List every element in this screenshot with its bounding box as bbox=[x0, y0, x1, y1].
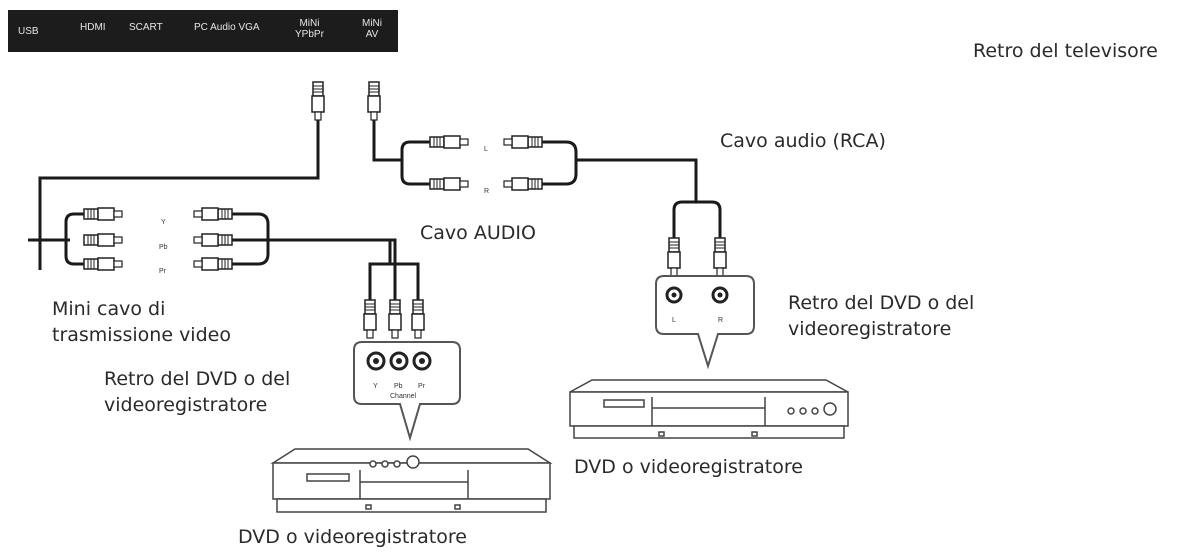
pr-plug-left bbox=[83, 257, 123, 271]
dvd-back-right-label: Retro del DVD o del videoregistratore bbox=[788, 292, 975, 340]
audio-l-plug-left bbox=[429, 135, 469, 149]
audio-l-plug-right bbox=[503, 135, 543, 149]
box-plug-pb bbox=[388, 299, 402, 339]
video-pb-label: Pb bbox=[159, 244, 168, 251]
tv-back-label: Retro del televisore bbox=[973, 40, 1158, 62]
port-pc-audio-vga: PC Audio VGA bbox=[194, 22, 260, 33]
audio-r-plug-right bbox=[503, 177, 543, 191]
video-pr-label: Pr bbox=[159, 268, 167, 275]
box-plug-y bbox=[363, 299, 377, 339]
dvd-back-panel-right: L R bbox=[655, 275, 755, 370]
pr-plug-right bbox=[193, 257, 233, 271]
audio-r-label: R bbox=[484, 188, 489, 195]
port-usb: USB bbox=[18, 26, 39, 37]
tv-av-plug bbox=[367, 81, 381, 121]
port-hdmi: HDMI bbox=[80, 22, 106, 33]
dvd-player-right bbox=[569, 379, 849, 439]
port-mini-ypbpr: MiNi YPbPr bbox=[295, 18, 324, 40]
dvd-player-left bbox=[270, 448, 553, 513]
audio-cable-label: Cavo AUDIO bbox=[420, 222, 536, 244]
box-left-pb: Pb bbox=[394, 383, 403, 390]
y-plug-left bbox=[83, 207, 123, 221]
dvd-right-label: DVD o videoregistratore bbox=[574, 456, 803, 478]
tv-ypbpr-plug bbox=[311, 81, 325, 121]
audio-cable-rca-label: Cavo audio (RCA) bbox=[720, 130, 886, 152]
audio-r-plug-left bbox=[429, 177, 469, 191]
dvd-back-panel-left: Y Pb Pr Channel bbox=[353, 341, 461, 442]
box-left-channel: Channel bbox=[390, 393, 417, 400]
box-right-r: R bbox=[718, 317, 723, 324]
y-plug-right bbox=[193, 207, 233, 221]
mini-video-cable-label: Mini cavo di trasmissione video bbox=[52, 298, 231, 346]
box-right-l: L bbox=[672, 317, 676, 324]
box-plug-pr bbox=[411, 299, 425, 339]
dvd-back-left-label: Retro del DVD o del videoregistratore bbox=[104, 368, 291, 416]
mini-video-cable bbox=[28, 113, 420, 300]
audio-l-label: L bbox=[484, 146, 488, 153]
box-left-pr: Pr bbox=[418, 383, 426, 390]
tv-connector-panel: USB HDMI SCART PC Audio VGA MiNi YPbPr M… bbox=[8, 10, 398, 52]
video-y-label: Y bbox=[161, 219, 166, 226]
box-left-y: Y bbox=[373, 383, 378, 390]
port-scart: SCART bbox=[129, 22, 163, 33]
dvd-left-label: DVD o videoregistratore bbox=[238, 526, 467, 548]
box-plug-r bbox=[713, 237, 727, 277]
box-plug-l bbox=[667, 237, 681, 277]
pb-plug-right bbox=[193, 233, 233, 247]
pb-plug-left bbox=[83, 233, 123, 247]
port-mini-av: MiNi AV bbox=[362, 18, 382, 40]
audio-cable bbox=[372, 113, 722, 238]
